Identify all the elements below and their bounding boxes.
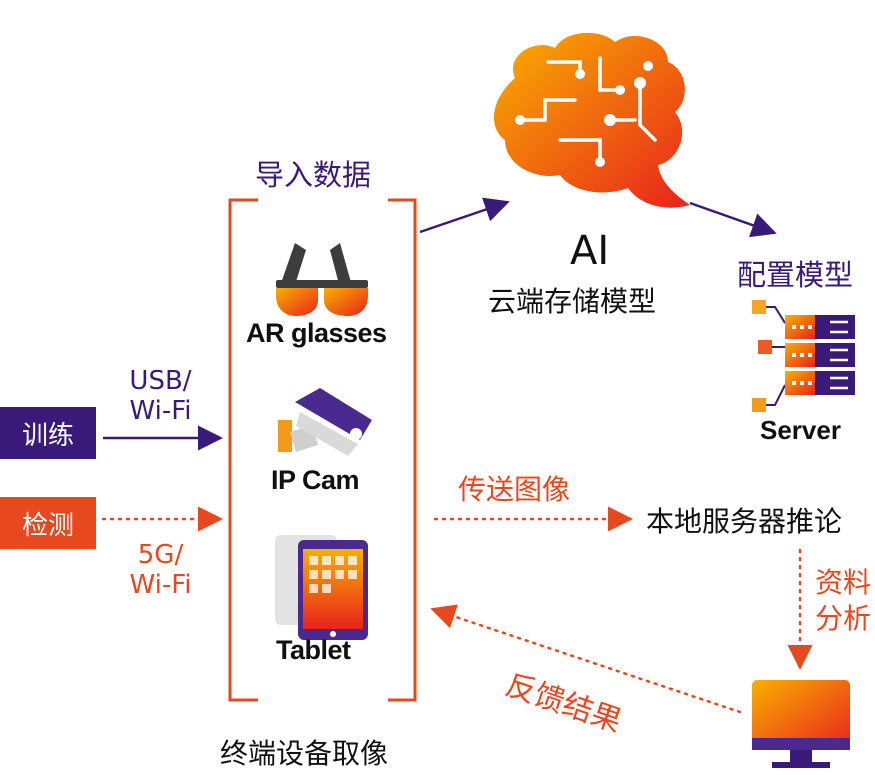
analysis-line1: 资料 [815,566,872,599]
5g-wifi-line2: Wi-Fi [129,570,192,600]
ar-glasses-label: AR glasses [246,318,387,348]
ai-brain-icon [493,32,690,208]
usb-wifi-label: USB/ Wi-Fi [113,366,208,426]
feedback-arrow [430,604,742,714]
monitor-icon [752,680,850,768]
analysis-line2: 分析 [815,602,872,635]
ip-cam-icon [278,388,372,456]
train-pill: 训练 [0,407,96,459]
train-label: 训练 [21,420,74,451]
ar-glasses-icon [276,243,368,316]
ai-subtitle: 云端存储模型 [488,285,657,318]
upload-arrow [419,197,510,234]
capture-label: 终端设备取像 [220,737,389,770]
detect-pill: 检测 [0,497,96,549]
5g-wifi-label: 5G/ Wi-Fi [113,540,208,600]
import-data-label: 导入数据 [255,158,372,192]
ai-title: AI [570,228,610,274]
5g-wifi-line1: 5G/ [137,540,184,570]
tablet-icon [275,535,368,640]
usb-wifi-line2: Wi-Fi [129,396,192,426]
transfer-label: 传送图像 [458,473,571,506]
tablet-label: Tablet [276,635,351,665]
ip-cam-label: IP Cam [271,465,360,495]
deploy-model-label: 配置模型 [737,258,854,292]
analysis-label: 资料 分析 [815,565,871,637]
server-label: Server [760,415,841,445]
deploy-arrow [689,201,777,238]
server-icon [752,300,855,412]
inference-label: 本地服务器推论 [646,505,843,538]
device-bracket [228,198,417,702]
detect-label: 检测 [21,510,74,541]
usb-wifi-line1: USB/ [129,366,192,396]
